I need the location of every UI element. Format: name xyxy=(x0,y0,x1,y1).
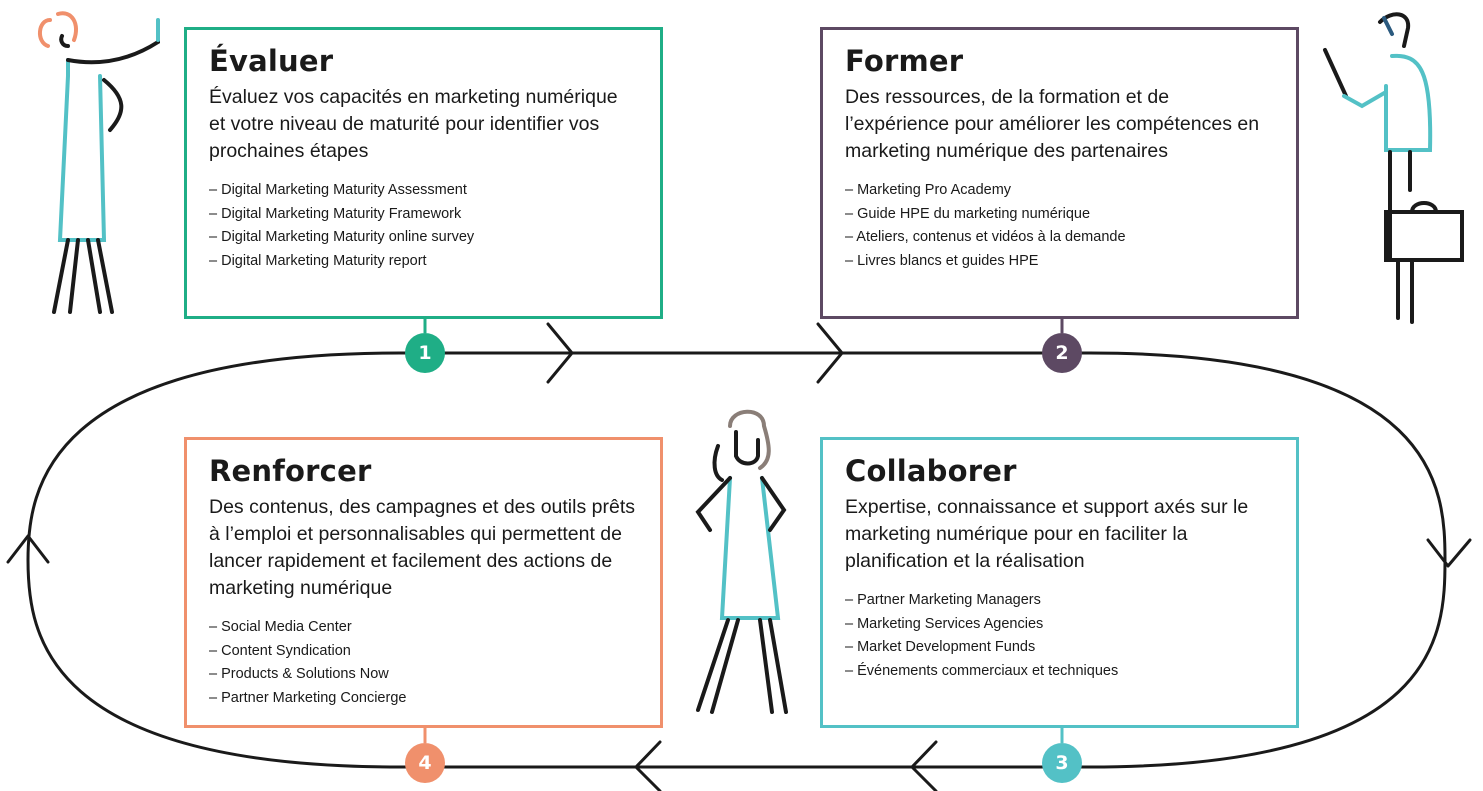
step-card-collaborer: Collaborer Expertise, connaissance et su… xyxy=(820,437,1299,728)
list-item: Products & Solutions Now xyxy=(209,663,638,687)
step-items: Marketing Pro Academy Guide HPE du marke… xyxy=(845,179,1274,273)
step-number-badge: 1 xyxy=(405,333,445,373)
woman-on-phone-icon xyxy=(695,409,788,714)
list-item: Market Development Funds xyxy=(845,636,1274,660)
list-item: Partner Marketing Managers xyxy=(845,589,1274,613)
step-description: Expertise, connaissance et support axés … xyxy=(845,496,1249,572)
arrow-right-icon xyxy=(816,322,844,384)
step-description: Des contenus, des campagnes et des outil… xyxy=(209,496,635,599)
woman-pointing-icon xyxy=(38,11,160,314)
list-item: Digital Marketing Maturity online survey xyxy=(209,226,638,250)
step-title: Évaluer xyxy=(209,44,334,78)
list-item: Marketing Services Agencies xyxy=(845,613,1274,637)
list-item: Content Syndication xyxy=(209,640,638,664)
list-item: Marketing Pro Academy xyxy=(845,179,1274,203)
cycle-loop xyxy=(26,351,1447,769)
step-card-renforcer: Renforcer Des contenus, des campagnes et… xyxy=(184,437,663,728)
step-description: Des ressources, de la formation et de l’… xyxy=(845,86,1260,162)
step-items: Digital Marketing Maturity Assessment Di… xyxy=(209,179,638,273)
step-number-badge: 2 xyxy=(1042,333,1082,373)
step-number-badge: 3 xyxy=(1042,743,1082,783)
arrow-down-icon xyxy=(1426,538,1472,568)
list-item: Livres blancs et guides HPE xyxy=(845,250,1274,274)
arrow-left-icon xyxy=(910,740,938,791)
step-card-former: Former Des ressources, de la formation e… xyxy=(820,27,1299,319)
step-title: Renforcer xyxy=(209,454,372,488)
step-title: Former xyxy=(845,44,964,78)
list-item: Digital Marketing Maturity Assessment xyxy=(209,179,638,203)
arrow-left-icon xyxy=(634,740,662,791)
list-item: Digital Marketing Maturity report xyxy=(209,250,638,274)
list-item: Social Media Center xyxy=(209,616,638,640)
step-items: Social Media Center Content Syndication … xyxy=(209,616,638,710)
list-item: Événements commerciaux et techniques xyxy=(845,660,1274,684)
arrow-up-icon xyxy=(6,534,50,564)
step-description: Évaluez vos capacités en marketing numér… xyxy=(209,86,618,162)
man-with-briefcase-icon xyxy=(1323,12,1464,324)
arrow-right-icon xyxy=(546,322,574,384)
list-item: Ateliers, contenus et vidéos à la demand… xyxy=(845,226,1274,250)
step-number-badge: 4 xyxy=(405,743,445,783)
step-items: Partner Marketing Managers Marketing Ser… xyxy=(845,589,1274,683)
step-card-evaluer: Évaluer Évaluez vos capacités en marketi… xyxy=(184,27,663,319)
step-title: Collaborer xyxy=(845,454,1017,488)
list-item: Guide HPE du marketing numérique xyxy=(845,203,1274,227)
list-item: Partner Marketing Concierge xyxy=(209,687,638,711)
list-item: Digital Marketing Maturity Framework xyxy=(209,203,638,227)
